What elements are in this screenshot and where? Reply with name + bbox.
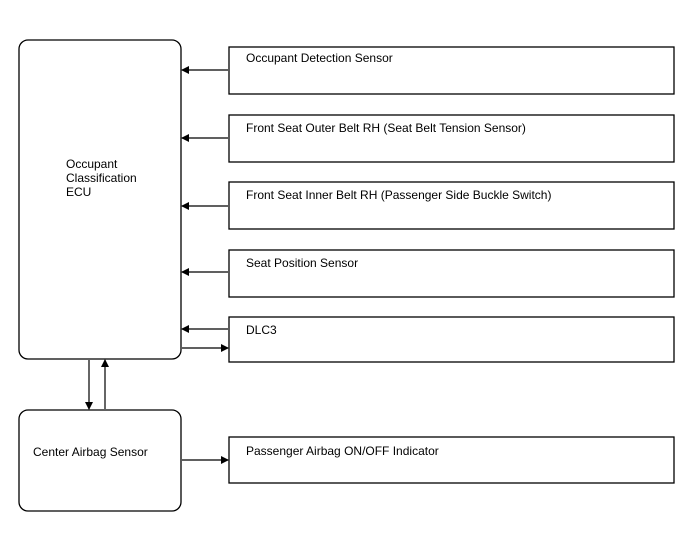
- ecu-label-line-2: Classification: [66, 171, 137, 185]
- input-box-front-seat-outer-belt: Front Seat Outer Belt RH (Seat Belt Tens…: [228, 114, 675, 163]
- output-label-passenger-airbag-indicator: Passenger Airbag ON/OFF Indicator: [246, 444, 439, 458]
- output-box-passenger-airbag-indicator: Passenger Airbag ON/OFF Indicator: [228, 436, 675, 484]
- center-airbag-sensor-block: Center Airbag Sensor: [18, 409, 182, 512]
- input-label-front-seat-inner-belt: Front Seat Inner Belt RH (Passenger Side…: [246, 188, 551, 202]
- occupant-classification-ecu-block: Occupant Classification ECU: [18, 39, 182, 360]
- input-label-dlc3: DLC3: [246, 323, 277, 337]
- input-box-dlc3: DLC3: [228, 316, 675, 363]
- ecu-label-line-3: ECU: [66, 185, 91, 199]
- input-label-seat-position-sensor: Seat Position Sensor: [246, 256, 358, 270]
- ecu-label-line-1: Occupant: [66, 157, 118, 171]
- input-box-seat-position-sensor: Seat Position Sensor: [228, 249, 675, 298]
- center-airbag-sensor-label: Center Airbag Sensor: [33, 445, 148, 459]
- input-box-front-seat-inner-belt: Front Seat Inner Belt RH (Passenger Side…: [228, 181, 675, 230]
- input-label-front-seat-outer-belt: Front Seat Outer Belt RH (Seat Belt Tens…: [246, 121, 526, 135]
- input-label-occupant-detection-sensor: Occupant Detection Sensor: [246, 51, 393, 65]
- input-box-occupant-detection-sensor: Occupant Detection Sensor: [228, 46, 675, 95]
